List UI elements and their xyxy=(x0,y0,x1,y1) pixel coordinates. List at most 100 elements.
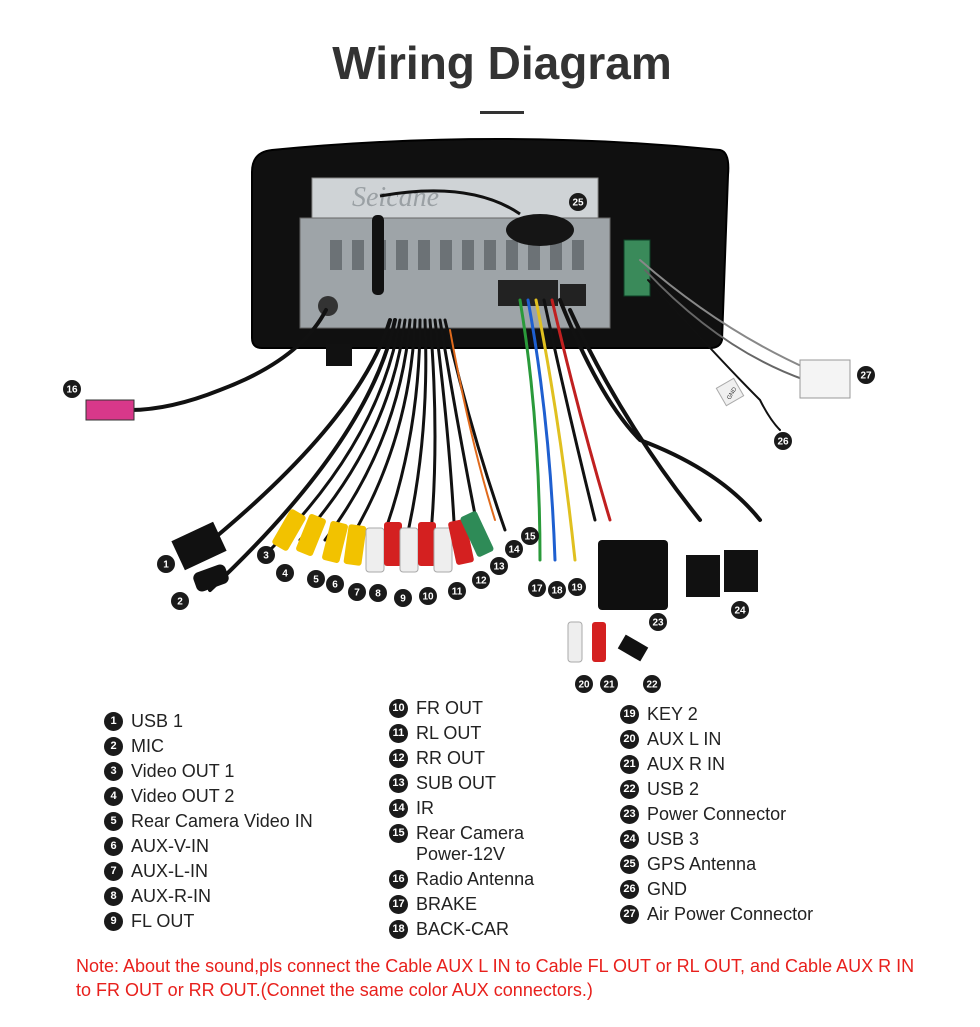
legend-item-10: 10 FR OUT xyxy=(389,698,534,719)
legend-item-11: 11 RL OUT xyxy=(389,723,534,744)
legend-number-badge: 4 xyxy=(104,787,123,806)
legend-label: BACK-CAR xyxy=(416,919,510,939)
callout-circle xyxy=(326,575,344,593)
callout-9: 9 xyxy=(394,589,412,607)
legend-number-badge: 5 xyxy=(104,812,123,831)
legend-number-badge: 19 xyxy=(620,705,639,724)
legend-item-7: 7 AUX-L-IN xyxy=(104,861,313,882)
callout-17: 17 xyxy=(528,579,546,597)
brand-watermark: Seicane xyxy=(352,182,439,213)
callout-5: 5 xyxy=(307,570,325,588)
callout-number: 1 xyxy=(163,560,169,571)
callout-circle xyxy=(257,546,275,564)
legend-number-badge: 9 xyxy=(104,912,123,931)
callout-circle xyxy=(369,584,387,602)
callout-number: 8 xyxy=(375,589,381,600)
callout-4: 4 xyxy=(276,564,294,582)
legend-label: FL OUT xyxy=(131,911,195,931)
legend-label: USB 2 xyxy=(647,779,700,799)
callout-circle xyxy=(63,380,81,398)
legend-label: BRAKE xyxy=(416,894,478,914)
callout-23: 23 xyxy=(649,613,667,631)
legend-label: FR OUT xyxy=(416,698,483,718)
callout-8: 8 xyxy=(369,584,387,602)
callout-number: 21 xyxy=(603,680,615,691)
callout-number: 5 xyxy=(313,575,319,586)
callout-2: 2 xyxy=(171,592,189,610)
legend-number-badge: 24 xyxy=(620,830,639,849)
callout-circle xyxy=(472,571,490,589)
callout-circle xyxy=(575,675,593,693)
legend-item-12: 12 RR OUT xyxy=(389,748,534,769)
legend-label: KEY 2 xyxy=(647,704,698,724)
callout-20: 20 xyxy=(575,675,593,693)
callout-circle xyxy=(600,675,618,693)
callout-27: 27 xyxy=(857,366,875,384)
callout-number: 16 xyxy=(66,385,78,396)
page-title: Wiring Diagram xyxy=(332,37,672,89)
legend-number-badge: 16 xyxy=(389,870,408,889)
callout-circle xyxy=(276,564,294,582)
legend-label: RL OUT xyxy=(416,723,482,743)
legend-number-badge: 1 xyxy=(104,712,123,731)
legend-label: SUB OUT xyxy=(416,773,497,793)
legend-label: RR OUT xyxy=(416,748,485,768)
legend-label: Radio Antenna xyxy=(416,869,535,889)
legend-number-badge: 17 xyxy=(389,895,408,914)
legend-item-22: 22 USB 2 xyxy=(620,779,813,800)
legend-number-badge: 21 xyxy=(620,755,639,774)
legend-label: AUX L IN xyxy=(647,729,722,749)
legend-number-badge: 23 xyxy=(620,805,639,824)
legend-label: AUX-L-IN xyxy=(131,861,209,881)
legend-item-17: 17 BRAKE xyxy=(389,894,534,915)
callout-circle xyxy=(505,540,523,558)
callout-number: 27 xyxy=(860,371,872,382)
callout-21: 21 xyxy=(600,675,618,693)
legend-number-badge: 25 xyxy=(620,855,639,874)
legend-number-badge: 22 xyxy=(620,780,639,799)
callout-11: 11 xyxy=(448,582,466,600)
legend-label: Rear Camera Video IN xyxy=(131,811,313,831)
callout-circle xyxy=(643,675,661,693)
legend-number-badge: 2 xyxy=(104,737,123,756)
callout-circle xyxy=(568,578,586,596)
legend-label: IR xyxy=(416,798,434,818)
legend-number-badge: 6 xyxy=(104,837,123,856)
legend-number-badge: 20 xyxy=(620,730,639,749)
callout-number: 18 xyxy=(551,586,563,597)
callout-number: 26 xyxy=(777,437,789,448)
legend-item-19: 19 KEY 2 xyxy=(620,704,813,725)
legend-number-badge: 11 xyxy=(389,724,408,743)
callout-circle xyxy=(490,557,508,575)
callout-number: 14 xyxy=(508,545,520,556)
wiring-diagram-figure: Seicane xyxy=(63,138,875,693)
legend-number-badge: 7 xyxy=(104,862,123,881)
callout-circle xyxy=(419,587,437,605)
legend-label: USB 3 xyxy=(647,829,700,849)
legend-number-badge: 10 xyxy=(389,699,408,718)
legend-label: USB 1 xyxy=(131,711,184,731)
callout-circle xyxy=(649,613,667,631)
legend-item-20: 20 AUX L IN xyxy=(620,729,813,750)
legend-number-badge: 12 xyxy=(389,749,408,768)
legend-label: Video OUT 2 xyxy=(131,786,235,806)
callout-number: 13 xyxy=(493,562,505,573)
legend-label: Air Power Connector xyxy=(647,904,814,924)
callout-7: 7 xyxy=(348,583,366,601)
sound-connection-note: Note: About the sound,pls connect the Ca… xyxy=(76,956,915,1000)
callout-circle xyxy=(528,579,546,597)
callout-number: 12 xyxy=(475,576,487,587)
legend-item-16: 16 Radio Antenna xyxy=(389,869,534,890)
callout-number: 10 xyxy=(422,592,434,603)
callout-number: 25 xyxy=(572,198,584,209)
callout-circle xyxy=(857,366,875,384)
callout-circle xyxy=(307,570,325,588)
callout-26: 26 xyxy=(774,432,792,450)
